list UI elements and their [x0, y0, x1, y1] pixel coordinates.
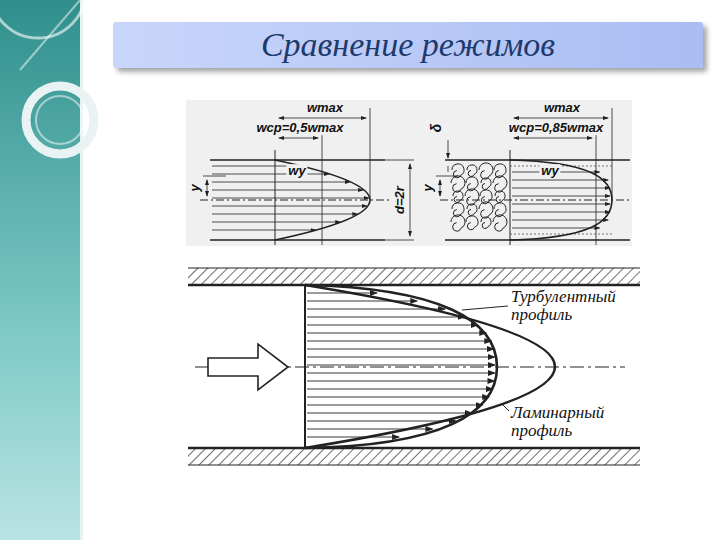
slide-title: Сравнение режимов — [113, 22, 703, 68]
velocity-arrow — [512, 212, 610, 213]
velocity-arrow — [212, 206, 367, 207]
variable-label: y — [421, 182, 435, 193]
velocity-arrow — [212, 198, 369, 199]
dimension-label: wmax — [305, 101, 345, 115]
figure-ground — [186, 100, 632, 246]
velocity-arrow — [307, 413, 472, 414]
eddy — [493, 176, 507, 192]
eddy — [481, 217, 491, 229]
velocity-arrow — [512, 204, 610, 205]
eddy — [479, 163, 493, 179]
velocity-arrow — [307, 397, 489, 398]
title-banner: Сравнение режимов — [113, 22, 703, 68]
velocity-arrow — [307, 317, 465, 318]
velocity-arrow — [307, 437, 399, 438]
velocity-arrow — [307, 349, 494, 350]
velocity-arrow — [307, 301, 417, 302]
eddy — [479, 202, 493, 218]
variable-label: wy — [286, 164, 307, 178]
eddy — [451, 176, 465, 192]
dimension-label: d=2r — [393, 184, 407, 216]
velocity-arrow — [212, 182, 350, 183]
turbulent-sketch — [436, 108, 630, 245]
dimension-label: wср=0,85wmax — [507, 121, 605, 135]
eddy — [467, 204, 477, 216]
layer-label: δ — [429, 122, 444, 135]
velocity-arrow — [307, 293, 377, 294]
dimension-label: wmax — [542, 101, 582, 115]
profile-comparison — [188, 268, 640, 465]
eddy — [453, 191, 463, 203]
velocity-arrow — [307, 365, 495, 366]
profile-label: Ламинарный профиль — [509, 404, 623, 440]
profile-label: Турбулентный профиль — [509, 288, 623, 324]
velocity-arrow — [512, 228, 599, 229]
dimension-label: wср=0,5wmax — [254, 121, 345, 135]
velocity-arrow — [212, 230, 316, 231]
velocity-arrow — [512, 196, 610, 197]
velocity-arrow — [212, 174, 329, 175]
velocity-arrow — [512, 180, 608, 181]
velocity-arrow — [307, 325, 478, 326]
velocity-arrow — [307, 341, 491, 342]
eddy — [493, 215, 507, 231]
velocity-arrow — [307, 309, 445, 310]
velocity-arrow — [512, 220, 608, 221]
variable-label: wy — [539, 164, 560, 178]
variable-label: y — [188, 182, 202, 193]
velocity-arrow — [307, 357, 495, 358]
flow-arrow — [208, 344, 288, 390]
velocity-arrow — [307, 389, 493, 390]
velocity-arrow — [307, 405, 483, 406]
velocity-arrow — [307, 429, 432, 430]
laminar-sketch — [200, 108, 414, 245]
eddy — [451, 215, 465, 231]
velocity-arrow — [307, 333, 486, 334]
eddy — [481, 178, 491, 190]
eddy — [465, 189, 479, 205]
velocity-arrow — [212, 190, 363, 191]
velocity-arrow — [212, 222, 340, 223]
velocity-arrow — [212, 214, 357, 215]
velocity-arrow — [307, 421, 456, 422]
velocity-arrow — [512, 188, 610, 189]
side-band — [0, 0, 80, 540]
eddy — [466, 216, 478, 230]
velocity-arrow — [307, 373, 495, 374]
velocity-arrow — [307, 381, 494, 382]
eddy — [495, 191, 505, 203]
eddy — [467, 165, 477, 177]
